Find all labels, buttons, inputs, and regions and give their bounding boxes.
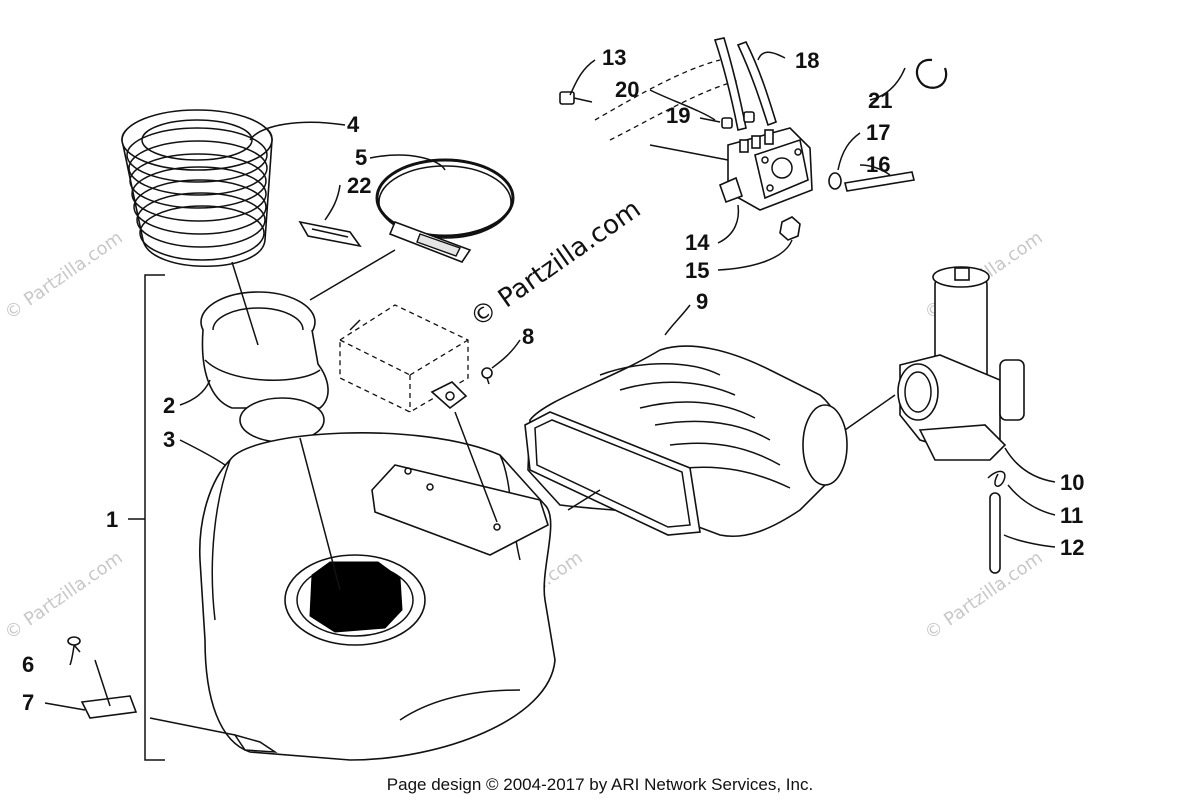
callout-16: 16	[866, 152, 890, 177]
callout-22: 22	[347, 173, 371, 198]
callout-19: 19	[666, 103, 690, 128]
watermark-text: © Partzilla.com	[1, 227, 127, 324]
nut-part	[779, 216, 801, 241]
line-clamp-part	[828, 172, 842, 190]
hose-clip-part	[721, 111, 755, 129]
screw-part	[481, 367, 493, 385]
group-bracket	[128, 274, 165, 761]
watermark-main: © Partzilla.com	[465, 194, 647, 334]
snap-ring-part	[915, 58, 948, 89]
frame-outline	[594, 59, 741, 141]
retainer-part	[67, 636, 81, 653]
carburetor-part	[897, 266, 1025, 461]
callout-labels: 1 2 3 4 5 6 7 8 9 10 11 12 13 14 15 16 1…	[22, 45, 1084, 715]
mounting-plate-part	[80, 659, 138, 719]
fuel-pump-part	[649, 127, 813, 211]
callout-13: 13	[602, 45, 626, 70]
callout-17: 17	[866, 120, 890, 145]
leader-lines	[44, 51, 1056, 736]
fuel-line-part	[844, 171, 915, 192]
airbox-outline	[339, 304, 469, 413]
bolt-part	[559, 91, 593, 105]
drain-tube-part	[989, 492, 1001, 574]
vent-hoses-part	[713, 37, 777, 131]
airbox-part	[198, 432, 556, 761]
clamp-band-part	[375, 158, 515, 263]
callout-11: 11	[1060, 503, 1083, 528]
watermark-text: © Partzilla.com	[921, 547, 1047, 644]
callout-14: 14	[685, 230, 710, 255]
watermark-text: © Partzilla.com	[1, 547, 127, 644]
callout-7: 7	[22, 690, 34, 715]
callout-12: 12	[1060, 535, 1084, 560]
callout-1: 1	[106, 507, 118, 532]
callout-6: 6	[22, 652, 34, 677]
clip-part	[987, 470, 1006, 487]
intake-bellows-part	[121, 109, 273, 268]
adapter-boot-part	[200, 291, 329, 443]
callout-5: 5	[355, 145, 367, 170]
callout-21: 21	[868, 88, 892, 113]
callout-2: 2	[163, 393, 175, 418]
callout-4: 4	[347, 112, 360, 137]
callout-10: 10	[1060, 470, 1084, 495]
footer-credit: Page design © 2004-2017 by ARI Network S…	[387, 775, 813, 794]
strap-part	[298, 220, 362, 248]
callout-8: 8	[522, 324, 534, 349]
intake-duct-part	[524, 345, 848, 538]
callout-15: 15	[685, 258, 709, 283]
callout-20: 20	[615, 77, 639, 102]
callout-9: 9	[696, 289, 708, 314]
callout-18: 18	[795, 48, 819, 73]
callout-3: 3	[163, 427, 175, 452]
